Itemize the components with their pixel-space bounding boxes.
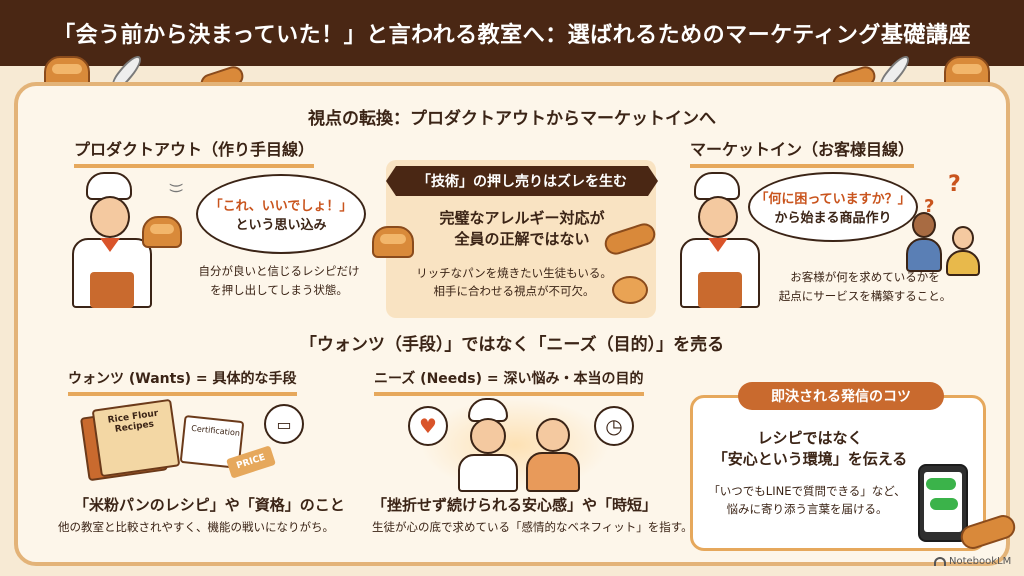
section2-title: 「ウォンツ（手段）」ではなく「ニーズ（目的）」を売る — [299, 335, 725, 355]
market-in-desc: お客様が何を求めているかを 起点にサービスを構築すること。 — [778, 270, 952, 303]
steam-icon: )) — [167, 182, 184, 194]
open-book-icon: ▭ — [264, 404, 304, 444]
question-icon: ? — [924, 196, 935, 217]
chef-illustration — [674, 172, 764, 312]
wants-heading: ウォンツ (Wants) = 具体的な手段 — [68, 368, 297, 396]
customer-illustration — [946, 226, 980, 276]
heart-icon: ♥ — [408, 406, 448, 446]
product-out-bubble: 「これ、いいでしょ！」 という思い込み — [196, 174, 366, 254]
page-title: 「会う前から決まっていた！」と言われる教室へ：選ばれるためのマーケティング基礎講… — [53, 23, 971, 48]
bread-loaf-icon — [372, 226, 414, 258]
header-bar: 「会う前から決まっていた！」と言われる教室へ：選ばれるためのマーケティング基礎講… — [0, 0, 1024, 66]
needs-heading: ニーズ (Needs) = 深い悩み・本当の目的 — [374, 368, 644, 396]
bread-loaf-icon — [142, 216, 182, 248]
notebooklm-logo: NotebookLM — [934, 556, 1011, 567]
section1-title: 視点の転換：プロダクトアウトからマーケットインへ — [308, 109, 716, 129]
needs-quote: 「挫折せず続けられる安心感」や「時短」 — [372, 496, 658, 514]
student-illustration — [526, 418, 580, 492]
product-out-heading: プロダクトアウト（作り手目線） — [74, 136, 315, 168]
bubble-text: から始まる商品作り — [774, 211, 892, 226]
market-in-bubble: 「何に困っていますか？」 から始まる商品作り — [748, 172, 918, 242]
center-sub-text: リッチなパンを焼きたい生徒もいる。 相手に合わせる視点が不可欠。 — [416, 266, 612, 298]
tips-sub-text: 「いつでもLINEで質問できる」など、 悩みに寄り添う言葉を届ける。 — [708, 484, 906, 516]
bubble-quote: 「何に困っていますか？」 — [755, 192, 911, 207]
logo-mark-icon — [934, 557, 946, 566]
bubble-text: という思い込み — [235, 218, 327, 233]
wants-desc: 他の教室と比較されやすく、機能の戦いになりがち。 — [58, 520, 334, 534]
tips-main-text: レシピではなく 「安心という環境」を伝える — [712, 429, 908, 468]
market-in-heading: マーケットイン（お客様目線） — [690, 136, 915, 168]
question-icon: ? — [948, 172, 961, 197]
customer-illustration — [906, 212, 942, 272]
bubble-quote: 「これ、いいでしょ！」 — [209, 199, 353, 214]
recipe-book-cover: Rice Flour Recipes — [91, 398, 181, 478]
tips-heading: 即決される発信のコツ — [738, 382, 944, 410]
chef-illustration — [458, 398, 518, 492]
center-main-text: 完璧なアレルギー対応が 全員の正解ではない — [439, 209, 605, 248]
chef-illustration — [60, 172, 182, 312]
smartphone-icon — [918, 464, 968, 542]
center-banner: 「技術」の押し売りはズレを生む — [386, 166, 658, 196]
needs-desc: 生徒が心の底で求めている「感情的なベネフィット」を指す。 — [372, 520, 693, 534]
clock-icon: ◷ — [594, 406, 634, 446]
bun-icon — [612, 276, 648, 304]
product-out-desc: 自分が良いと信じるレシピだけ を押し出してしまう状態。 — [198, 264, 360, 297]
wants-quote: 「米粉パンのレシピ」や「資格」のこと — [74, 496, 345, 514]
